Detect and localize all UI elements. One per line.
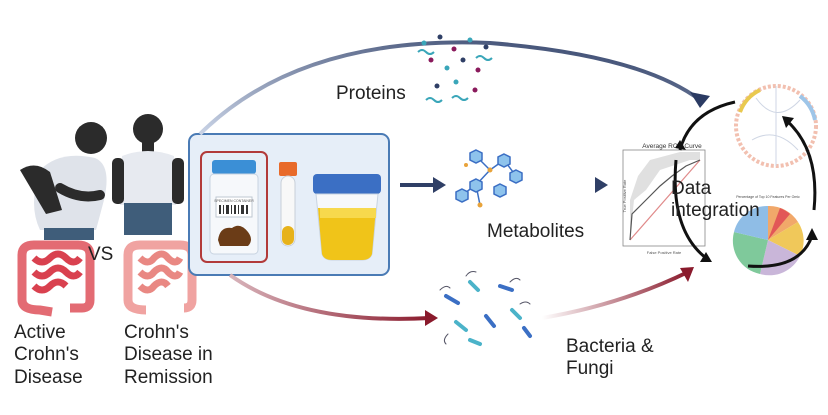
arrow-samples-to-bacteria <box>228 273 431 321</box>
roc-curve-plot: Average ROC Curve False Positive Rate Tr… <box>622 143 706 255</box>
arrow-bacteria-to-integration <box>541 270 689 320</box>
vs-label: VS <box>88 244 114 265</box>
urine-cup <box>313 174 381 261</box>
cycle-arrow-left <box>673 159 707 260</box>
stool-sample <box>218 225 251 246</box>
proteins-label: Proteins <box>336 83 406 104</box>
metabolites-label: Metabolites <box>487 221 585 242</box>
bacteria-fungi-icon <box>439 271 532 346</box>
sample-collection-box: SPECIMEN CONTAINER <box>188 133 390 276</box>
roc-ylabel: True Positive Rate <box>622 179 627 213</box>
active-crohns-label: Active Crohn's Disease <box>14 322 83 388</box>
bacteria-fungi-label: Bacteria & Fungi <box>566 336 654 380</box>
cycle-arrow-top <box>678 100 736 151</box>
active-crohns-intestine-icon <box>17 240 95 317</box>
pie-title: Percentage of Top 10 Features Per Omic <box>736 195 800 199</box>
test-tube <box>279 162 297 247</box>
remission-patient-figure <box>112 114 184 235</box>
specimen-container-label: SPECIMEN CONTAINER <box>214 199 254 203</box>
arrowhead-top <box>690 92 710 108</box>
metabolites-icon <box>455 149 523 208</box>
arrowhead-samples-to-bacteria <box>425 310 438 326</box>
arrow-samples-to-proteins-to-integration <box>198 40 702 136</box>
proteins-icon <box>417 34 493 103</box>
active-crohns-patient-figure <box>20 122 107 240</box>
arrowhead-bacteria-to-integration <box>680 267 694 282</box>
cycle-arrow-bottom <box>747 235 814 268</box>
data-integration-label: Data integration <box>671 178 760 222</box>
cycle-arrow-right <box>785 118 817 211</box>
chord-diagram <box>734 84 818 168</box>
arrowhead-metabolites-to-integration <box>595 177 608 193</box>
roc-title: Average ROC Curve <box>642 143 702 150</box>
barcode <box>219 205 248 214</box>
arrowhead-samples-to-metabolites <box>433 177 446 193</box>
remission-intestine-icon <box>123 240 197 315</box>
roc-xlabel: False Positive Rate <box>647 250 682 255</box>
pie-chart: Percentage of Top 10 Features Per Omic <box>732 195 804 276</box>
data-integration-cluster: Average ROC Curve False Positive Rate Tr… <box>622 84 818 276</box>
remission-label: Crohn's Disease in Remission <box>124 322 213 388</box>
